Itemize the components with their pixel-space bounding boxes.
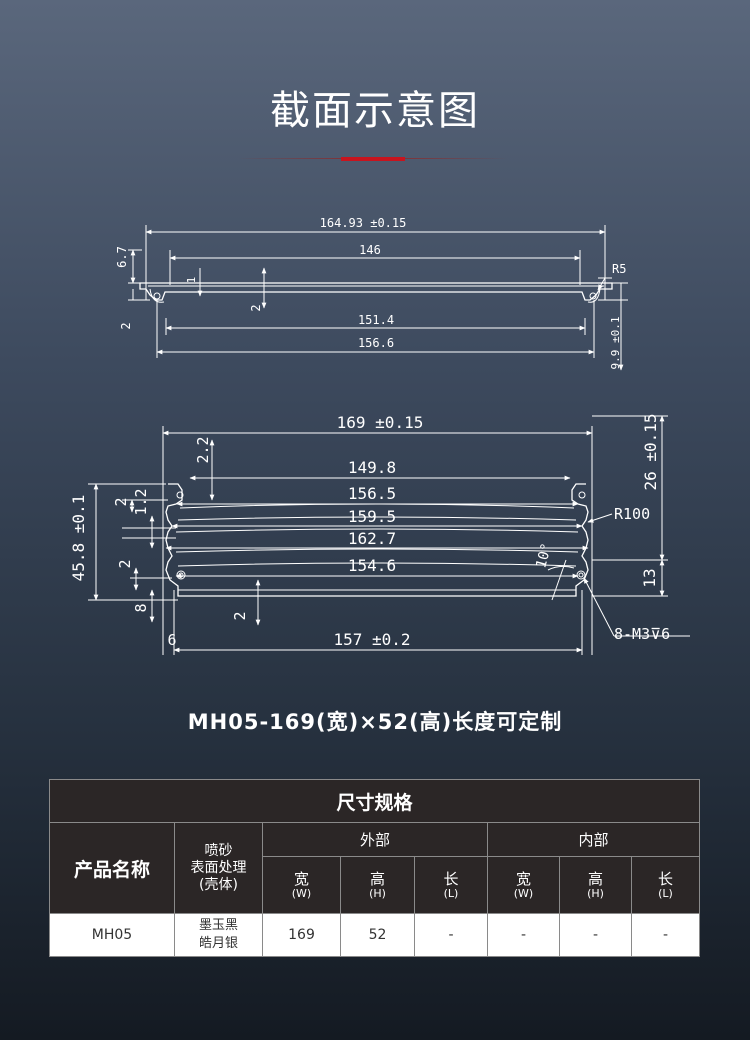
dim-2-2: 2.2 [194, 436, 212, 463]
dim-2-center: 2 [249, 304, 263, 311]
cover-profile-drawing [128, 225, 628, 371]
dim-2-left: 2 [119, 322, 133, 329]
cross-section-drawing: 164.93 ±0.15 146 R5 6.7 1 2 2 151.4 156.… [69, 216, 690, 655]
dim-13: 13 [640, 568, 659, 587]
dim-154-6: 154.6 [348, 556, 396, 575]
dim-6-7: 6.7 [115, 246, 129, 268]
col-inner-length-label: 长 [658, 869, 674, 888]
col-finish-line-3: (壳体) [199, 876, 238, 893]
cell-surface-finish: 墨玉黑 皓月银 [174, 913, 263, 957]
dim-10-deg: 10° [533, 541, 555, 570]
col-inner-height-label: 高 [587, 869, 603, 888]
thread-spec: 8-M3⊽6 [614, 625, 670, 643]
dim-1-2: 1.2 [132, 488, 150, 515]
group-inner: 内部 [486, 822, 701, 857]
col-inner-height-sub: (H) [587, 886, 604, 900]
spec-table: 尺寸规格 产品名称 喷砂 表面处理 (壳体) 外部 内部 宽(W) 高(H) 长… [48, 779, 701, 957]
dim-157: 157 ±0.2 [333, 630, 410, 649]
dim-9-9: 9.9 ±0.1 [609, 317, 622, 370]
cell-outer-length: - [414, 913, 488, 957]
dim-2-b: 2 [116, 559, 134, 568]
dim-45-8: 45.8 ±0.1 [69, 495, 88, 582]
dim-159-5: 159.5 [348, 507, 396, 526]
cell-outer-height: 52 [340, 913, 415, 957]
dim-r5: R5 [612, 262, 626, 276]
dim-8: 8 [132, 603, 150, 612]
dim-156-6: 156.6 [358, 336, 394, 350]
col-outer-length: 长(L) [414, 856, 488, 914]
finish-option-2: 皓月银 [198, 936, 238, 951]
page-title: 截面示意图 [270, 88, 480, 134]
cell-inner-height: - [559, 913, 632, 957]
col-outer-height-label: 高 [369, 869, 385, 888]
col-inner-length-sub: (L) [658, 886, 673, 900]
col-outer-length-sub: (L) [443, 886, 459, 900]
dim-2-bottom: 2 [231, 611, 249, 620]
col-inner-length: 长(L) [630, 856, 701, 914]
table-row: MH05 墨玉黑 皓月银 169 52 - - - - [49, 913, 701, 957]
dim-156-5: 156.5 [348, 484, 396, 503]
cell-inner-length: - [630, 913, 701, 957]
spec-table-title: 尺寸规格 [48, 779, 701, 823]
col-outer-width-label: 宽 [293, 869, 309, 888]
title-accent-bar [341, 157, 405, 161]
group-outer: 外部 [262, 822, 488, 857]
col-surface-finish: 喷砂 表面处理 (壳体) [174, 822, 263, 914]
dim-1: 1 [185, 277, 198, 284]
col-outer-height: 高(H) [340, 856, 415, 914]
dim-146: 146 [359, 243, 381, 257]
dim-162-7: 162.7 [348, 529, 396, 548]
cell-outer-width: 169 [262, 913, 341, 957]
dim-26: 26 ±0.15 [641, 413, 660, 490]
dim-164-93: 164.93 ±0.15 [320, 216, 407, 230]
col-inner-width-sub: (W) [513, 886, 534, 900]
col-finish-line-2: 表面处理 [190, 859, 247, 876]
col-outer-width: 宽(W) [262, 856, 341, 914]
product-caption: MH05-169(宽)×52(高)长度可定制 [187, 710, 563, 734]
housing-profile-drawing [88, 415, 690, 655]
cell-product-name: MH05 [49, 913, 175, 957]
dim-2-a: 2 [112, 497, 130, 506]
col-inner-width-label: 宽 [515, 869, 531, 888]
dim-r100: R100 [614, 505, 650, 523]
col-finish-line-1: 喷砂 [204, 842, 233, 859]
dim-149-8: 149.8 [348, 458, 396, 477]
col-inner-height: 高(H) [559, 856, 632, 914]
finish-option-1: 墨玉黑 [198, 918, 238, 933]
dim-6: 6 [167, 631, 176, 649]
cell-inner-width: - [487, 913, 560, 957]
dim-151-4: 151.4 [358, 313, 394, 327]
col-product-name: 产品名称 [49, 822, 175, 914]
dim-169: 169 ±0.15 [337, 413, 424, 432]
col-outer-width-sub: (W) [291, 886, 312, 900]
col-outer-height-sub: (H) [369, 886, 386, 900]
col-inner-width: 宽(W) [487, 856, 560, 914]
col-outer-length-label: 长 [443, 869, 459, 888]
